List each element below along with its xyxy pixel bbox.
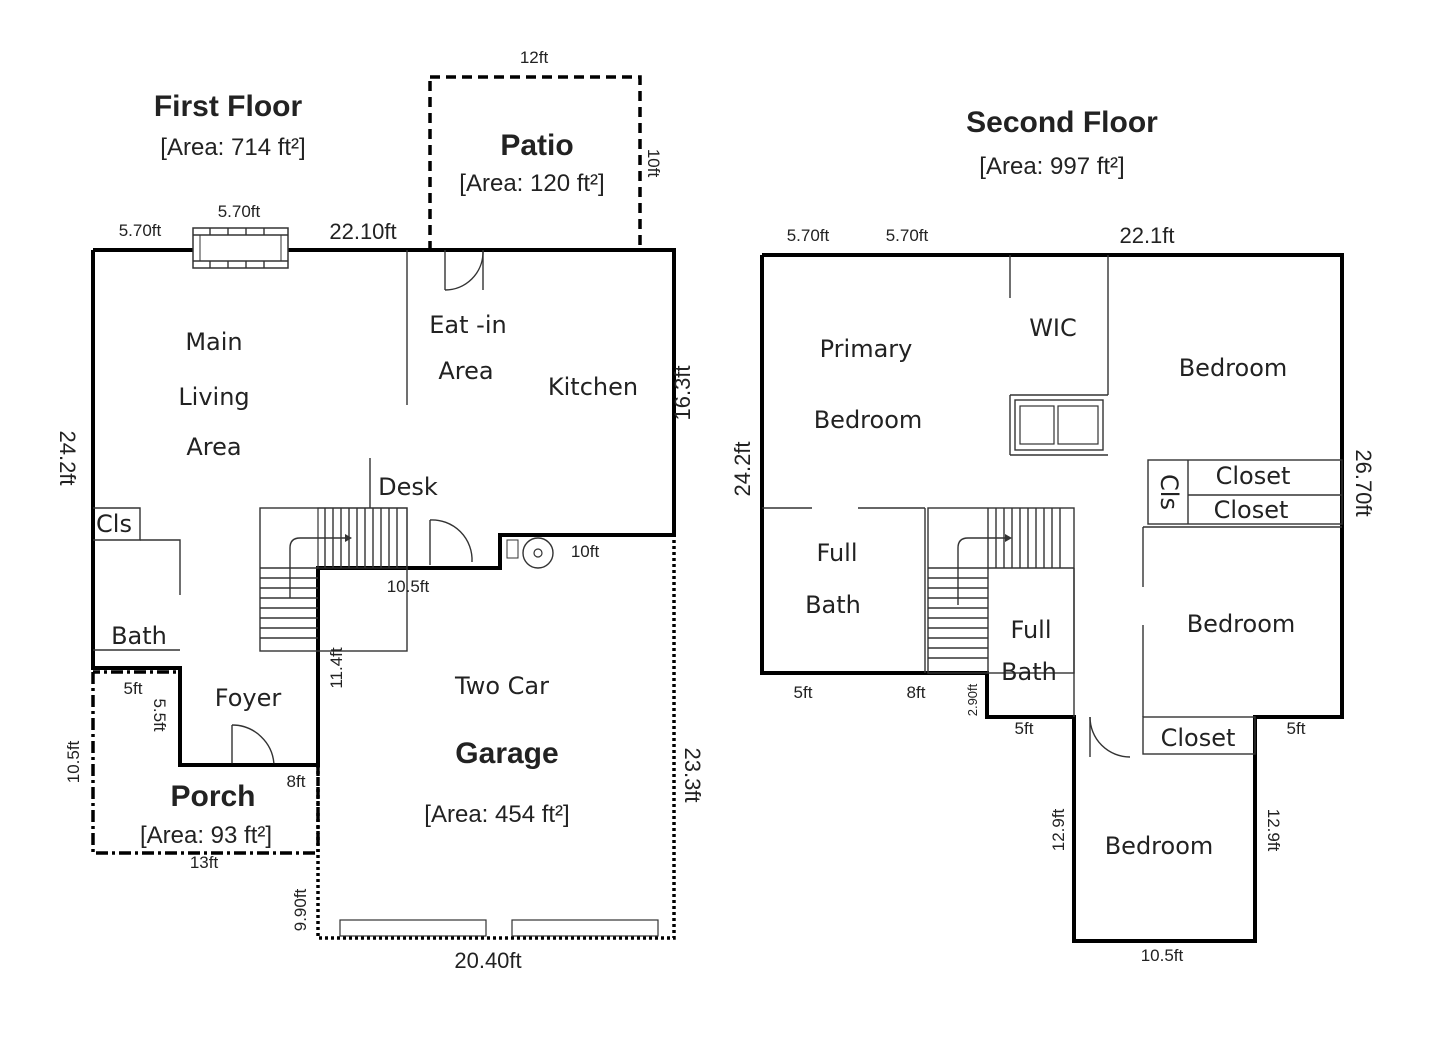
porch-label: Porch xyxy=(170,780,255,813)
eat-in-label-1: Eat -in xyxy=(429,311,506,339)
first-floor-area: [Area: 714 ft²] xyxy=(160,134,305,161)
full-bath-b-label-1: Full xyxy=(1010,616,1051,644)
main-living-label-3: Area xyxy=(186,433,241,461)
garage-label-1: Two Car xyxy=(454,672,549,700)
closet-block xyxy=(1147,459,1343,525)
second-floor: Second Floor [Area: 997 ft²] xyxy=(730,106,1376,965)
main-living-label-2: Living xyxy=(178,383,249,411)
dim-garage-left: 11.4ft xyxy=(327,647,346,689)
garage-area: [Area: 454 ft²] xyxy=(424,801,569,828)
dim-porch-top: 5ft xyxy=(124,679,143,698)
dim2-step-h: 5ft xyxy=(1015,719,1034,738)
dim2-step-v: 2.90ft xyxy=(965,683,980,716)
second-floor-exterior-wall xyxy=(760,253,1344,943)
fireplace-icon xyxy=(192,227,289,269)
patio-door-icon xyxy=(444,250,484,291)
patio-dim-top: 12ft xyxy=(520,48,549,67)
eat-in-label-2: Area xyxy=(438,357,493,385)
bedroom-ne-label: Bedroom xyxy=(1179,354,1288,382)
closet-3-label: Closet xyxy=(1161,724,1236,752)
dim2-wing-right: 12.9ft xyxy=(1264,809,1283,852)
dim-garage-right: 23.3ft xyxy=(680,747,705,802)
dim-garage-bottom: 20.40ft xyxy=(454,948,521,973)
dim-right: 16.3ft xyxy=(670,365,695,420)
dim-fireplace: 5.70ft xyxy=(218,202,261,221)
dim-left: 24.2ft xyxy=(55,430,80,485)
dim-porch-left: 10.5ft xyxy=(64,740,83,783)
dim2-wing-left: 12.9ft xyxy=(1049,808,1068,851)
dim2-left: 24.2ft xyxy=(730,441,755,496)
cls-label: Cls xyxy=(1155,474,1183,510)
full-bath-a-label-1: Full xyxy=(816,539,857,567)
primary-label-1: Primary xyxy=(820,335,913,363)
bath-label: Bath xyxy=(111,622,167,650)
bedroom-e-label: Bedroom xyxy=(1187,610,1296,638)
dim-porch-right: 8ft xyxy=(287,772,306,791)
first-floor-title: First Floor xyxy=(154,90,303,123)
front-door-icon xyxy=(231,724,275,766)
porch-area: [Area: 93 ft²] xyxy=(140,822,272,849)
garage-label-2: Garage xyxy=(455,737,558,770)
patio-label: Patio xyxy=(500,129,573,162)
primary-label-2: Bedroom xyxy=(814,406,923,434)
patio-outline xyxy=(428,75,642,252)
kitchen-label: Kitchen xyxy=(548,373,638,401)
foyer-label: Foyer xyxy=(215,684,282,712)
stairs-first-floor-icon xyxy=(259,507,408,652)
closet-1-label: Closet xyxy=(1216,462,1291,490)
dim-top-left: 5.70ft xyxy=(119,221,162,240)
bedroom-s-label: Bedroom xyxy=(1105,832,1214,860)
desk-label: Desk xyxy=(378,473,438,501)
closet-3-outline xyxy=(1142,716,1256,755)
dim2-wing-bottom: 10.5ft xyxy=(1141,946,1184,965)
dim2-top-b: 5.70ft xyxy=(886,226,929,245)
dim-step-a: 10.5ft xyxy=(387,577,430,596)
dim-top-main: 22.10ft xyxy=(329,219,396,244)
main-living-label-1: Main xyxy=(185,328,242,356)
dim-porch-inner: 5.5ft xyxy=(150,698,169,731)
bedroom-s-door-icon xyxy=(1089,716,1131,758)
second-floor-area: [Area: 997 ft²] xyxy=(979,153,1124,180)
dim-step-b: 10ft xyxy=(571,542,600,561)
garage-outline xyxy=(316,535,676,940)
dim-garage-left-low: 9.90ft xyxy=(291,888,310,931)
patio-area: [Area: 120 ft²] xyxy=(459,170,604,197)
dim2-top-main: 22.1ft xyxy=(1119,223,1174,248)
dim2-top-a: 5.70ft xyxy=(787,226,830,245)
vanity-sink-icon xyxy=(1014,399,1104,451)
dim-porch-bottom: 13ft xyxy=(190,853,219,872)
first-floor: First Floor [Area: 714 ft²] Patio [Area:… xyxy=(55,48,705,973)
dim2-right-step: 5ft xyxy=(1287,719,1306,738)
dim2-right: 26.70ft xyxy=(1351,449,1376,516)
patio-dim-right: 10ft xyxy=(644,149,663,178)
garage-doors-icon xyxy=(339,919,659,937)
bath-partition xyxy=(140,539,181,595)
stairs-second-floor-icon xyxy=(927,507,1075,674)
closet-partition xyxy=(93,507,141,541)
dim2-bottom-b: 8ft xyxy=(907,683,926,702)
closet-2-label: Closet xyxy=(1214,496,1289,524)
wic-label: WIC xyxy=(1029,314,1077,342)
closet-label: Cls xyxy=(96,510,132,538)
full-bath-a-label-2: Bath xyxy=(805,591,861,619)
second-floor-title: Second Floor xyxy=(966,106,1158,139)
dim2-bottom-a: 5ft xyxy=(794,683,813,702)
garage-door-icon xyxy=(429,519,473,565)
water-heater-icon xyxy=(506,537,554,569)
full-bath-b-label-2: Bath xyxy=(1001,658,1057,686)
